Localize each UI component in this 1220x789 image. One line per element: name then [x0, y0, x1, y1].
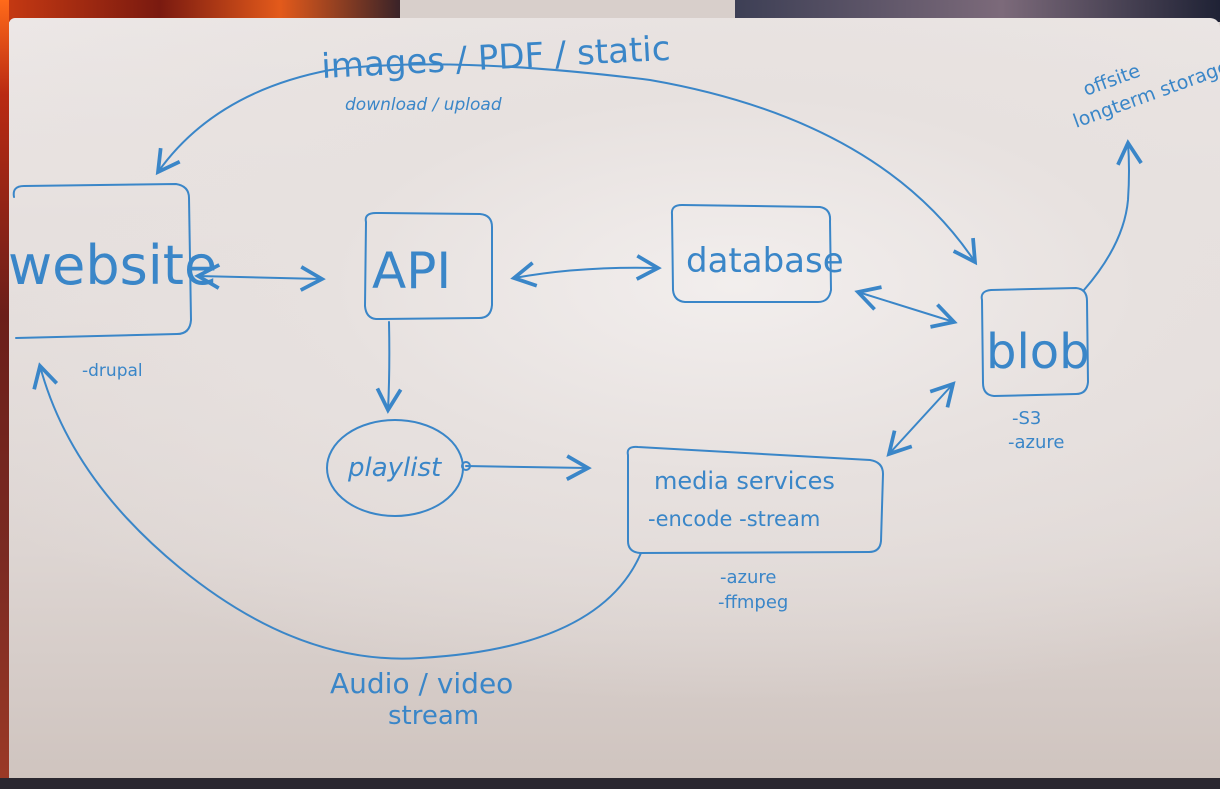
database-label: database	[686, 241, 844, 281]
playlist-connector-dot	[461, 461, 471, 471]
bottom-annotation-line2: stream	[388, 701, 479, 731]
arrow-blob-website-top	[155, 63, 978, 266]
api-label: API	[372, 242, 451, 300]
playlist-label: playlist	[347, 453, 442, 483]
website-label: website	[8, 234, 217, 297]
background-edge-left	[0, 0, 9, 789]
blob-note-azure: -azure	[1008, 432, 1064, 453]
blob-box	[980, 287, 1089, 397]
media-services-box	[626, 445, 884, 554]
bottom-annotation-title: Audio / video	[330, 667, 513, 700]
arrow-blob-media	[886, 381, 956, 457]
background-edge-top-right	[735, 0, 1220, 22]
blob-note-s3: -S3	[1012, 408, 1041, 429]
arrow-blob-offsite	[1083, 139, 1143, 291]
background-edge-bottom	[0, 778, 1220, 789]
arrow-api-database	[510, 254, 662, 288]
website-note: -drupal	[82, 361, 143, 381]
arrow-database-blob	[854, 285, 958, 329]
blob-label: blob	[986, 324, 1090, 380]
arrow-media-website-bottom	[32, 362, 642, 660]
arrow-playlist-media	[465, 454, 592, 481]
background-edge-top-left	[0, 0, 400, 22]
media-services-label: media services	[654, 467, 835, 495]
top-annotation-subtitle: download / upload	[345, 95, 502, 115]
arrow-website-api	[194, 263, 326, 292]
top-annotation-title: images / PDF / static	[320, 29, 671, 87]
media-note-azure: -azure	[720, 567, 776, 588]
media-note-ffmpeg: -ffmpeg	[718, 592, 788, 613]
media-services-line2: -encode -stream	[648, 507, 820, 531]
arrow-api-playlist	[375, 321, 403, 414]
whiteboard	[9, 18, 1220, 779]
